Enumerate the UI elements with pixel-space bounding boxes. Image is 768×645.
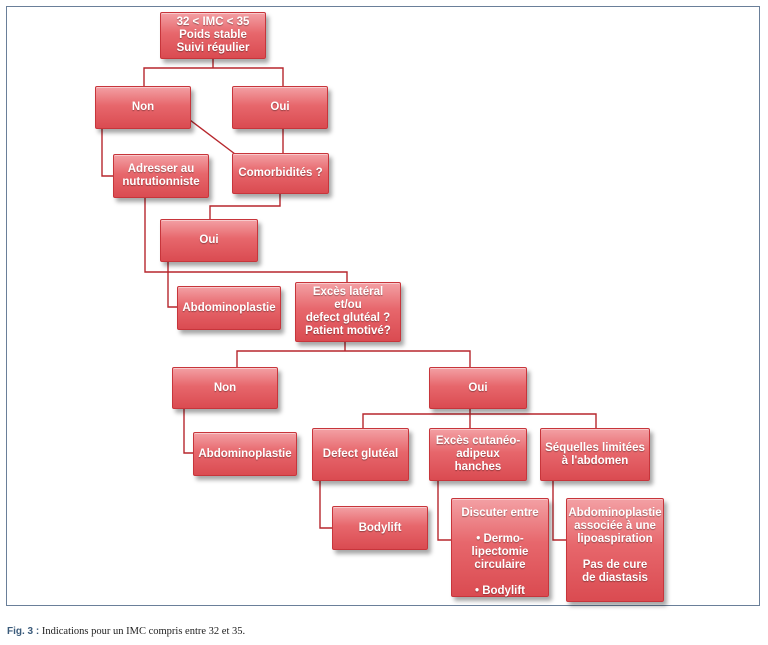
figure-caption: Fig. 3 : Indications pour un IMC compris… (7, 626, 245, 637)
node-exces-lateral: Excès latéral et/ou defect glutéal ? Pat… (295, 282, 401, 342)
node-comorbidites: Comorbidités ? (232, 153, 329, 194)
node-bodylift: Bodylift (332, 506, 428, 550)
node-sequelles: Séquelles limitées à l'abdomen (540, 428, 650, 481)
node-non-exces: Non (172, 367, 278, 409)
node-exces-cutaneo: Excès cutanéo- adipeux hanches (429, 428, 527, 481)
node-non-stable: Non (95, 86, 191, 129)
node-abdominoplastie-1: Abdominoplastie (177, 286, 281, 330)
node-oui-comorbidites: Oui (160, 219, 258, 262)
node-oui-exces: Oui (429, 367, 527, 409)
node-abdominoplastie-lipoaspiration: Abdominoplastie associée à une lipoaspir… (566, 498, 664, 602)
node-imc-condition: 32 < IMC < 35 Poids stable Suivi régulie… (160, 12, 266, 59)
figure-caption-text: Indications pour un IMC compris entre 32… (41, 626, 246, 637)
node-abdominoplastie-2: Abdominoplastie (193, 432, 297, 476)
node-oui-stable: Oui (232, 86, 328, 129)
figure-caption-label: Fig. 3 : (7, 626, 40, 637)
node-nutritionniste: Adresser au nutrutionniste (113, 154, 209, 198)
node-defect-gluteal: Defect glutéal (312, 428, 409, 481)
node-discuter-entre: Discuter entre • Dermo- lipectomie circu… (451, 498, 549, 597)
